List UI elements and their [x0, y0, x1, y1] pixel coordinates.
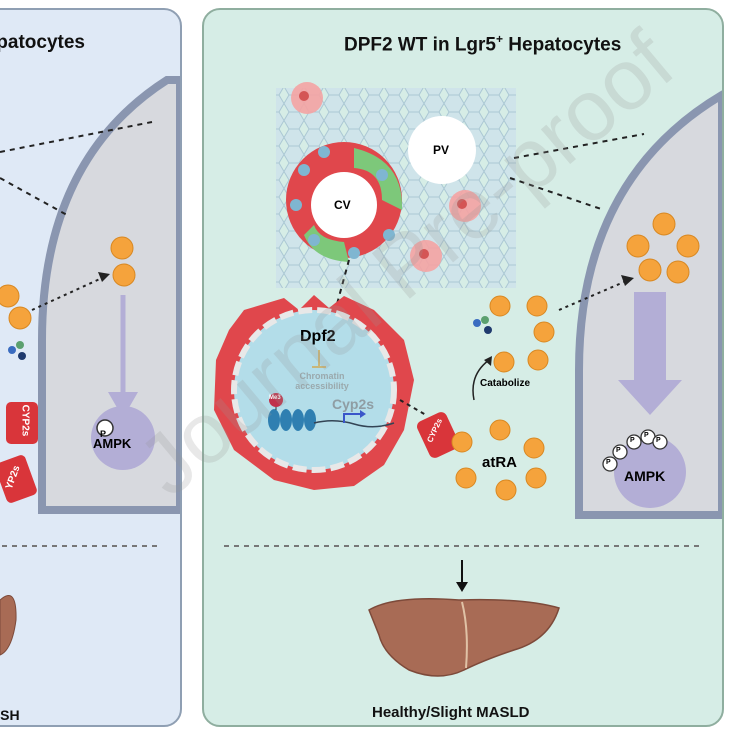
- right-outcome: Healthy/Slight MASLD: [372, 704, 530, 721]
- me3-mark: [269, 393, 283, 407]
- atra-molecule: [652, 212, 676, 236]
- left-ampk-label: AMPK: [93, 436, 132, 451]
- central-vein: [311, 172, 377, 238]
- outcome-arrow-head: [456, 582, 468, 592]
- phospho-label: P: [630, 437, 635, 444]
- cell-nucleus: [348, 247, 360, 259]
- catabolize-arrow-head: [484, 356, 492, 366]
- left-molecule: [18, 352, 26, 360]
- catabolize-arrow: [472, 359, 490, 401]
- transcription-arrow-head: [360, 410, 366, 418]
- title-superscript: +: [496, 32, 504, 46]
- left-dotted-arrow: [31, 277, 103, 311]
- title-rest: Hepatocytes: [503, 34, 622, 56]
- phospho-label: P: [656, 437, 661, 444]
- dashed-line-cyp: [399, 399, 427, 416]
- atra-molecule: [666, 260, 690, 284]
- atra-molecule: [455, 467, 477, 489]
- atra-molecule: [523, 437, 545, 459]
- metabolite: [484, 326, 492, 334]
- atra-molecule: [533, 321, 555, 343]
- inflammatory-cell-core: [299, 91, 309, 101]
- atra-molecule: [638, 258, 662, 282]
- phospho-circle: [626, 434, 642, 450]
- cell-nucleus: [290, 199, 302, 211]
- dashed-line-pv: [513, 133, 645, 159]
- phospho-circle: [612, 444, 628, 460]
- right-ampk-circle: [614, 436, 686, 508]
- metabolite: [473, 319, 481, 327]
- transcription-arrow: [343, 413, 360, 423]
- nucleosomes: [268, 409, 316, 431]
- left-cyp-enzyme: [0, 455, 37, 503]
- portal-vein: [408, 116, 476, 184]
- left-molecule: [8, 346, 16, 354]
- left-outcome: ASH: [0, 707, 20, 723]
- left-cell-membrane: [38, 76, 180, 514]
- title-main: DPF2 WT in Lgr5: [344, 34, 496, 56]
- right-panel-title: DPF2 WT in Lgr5+ Hepatocytes: [344, 32, 621, 56]
- metabolite: [481, 316, 489, 324]
- inflammatory-cell-core: [457, 199, 467, 209]
- cv-label: CV: [334, 198, 351, 212]
- left-orange-ball: [112, 263, 136, 287]
- pv-label: PV: [433, 143, 450, 157]
- liver-ligament: [461, 601, 468, 669]
- liver: [368, 598, 560, 677]
- right-ampk-label: AMPK: [624, 468, 666, 484]
- atra-molecule: [489, 295, 511, 317]
- left-phospho-label: P: [100, 429, 107, 439]
- catabolize-label: Catabolize: [480, 378, 531, 389]
- cell-nucleus: [298, 164, 310, 176]
- right-panel: DPF2 WT in Lgr5+ Hepatocytes: [202, 8, 724, 727]
- left-panel-title: Hepatocytes: [0, 32, 85, 53]
- atra-molecule: [495, 479, 517, 501]
- dpf2-label: Dpf2: [300, 328, 336, 345]
- atra-molecule: [626, 234, 650, 258]
- left-panel: Hepatocytes P AMPK CYP2s YP2s ASH: [0, 8, 182, 727]
- cyp-enzyme: [417, 412, 459, 458]
- left-dashed-line-2: [0, 177, 68, 216]
- phospho-circle: [652, 434, 668, 450]
- cell-nucleus: [308, 234, 320, 246]
- atra-molecule: [527, 349, 549, 371]
- ampk-activation-arrow: [618, 292, 682, 415]
- left-cyp-enzyme: [6, 402, 38, 444]
- phospho-label: P: [616, 447, 621, 454]
- atra-molecule: [526, 295, 548, 317]
- chromatin-label: Chromatin accessibility: [292, 371, 352, 391]
- atra-molecule: [489, 419, 511, 441]
- chromatin-line-1: Chromatin: [299, 371, 345, 381]
- left-orange-ball: [8, 306, 32, 330]
- phospho-circle: [602, 456, 618, 472]
- dashed-line-pv: [509, 177, 605, 211]
- inflammatory-cell-core: [419, 249, 429, 259]
- cell-nucleus: [318, 146, 330, 158]
- left-purple-arrow-head: [108, 392, 138, 418]
- chromatin-line-2: accessibility: [295, 381, 349, 391]
- phospho-label: P: [644, 432, 649, 439]
- left-panel-diagram: [0, 76, 180, 656]
- atra-molecule: [451, 431, 473, 453]
- left-dotted-arrow-head: [98, 272, 110, 282]
- atra-label: atRA: [482, 454, 518, 471]
- cell-nucleus: [376, 169, 388, 181]
- left-orange-ball: [110, 236, 134, 260]
- cell-nucleus: [383, 229, 395, 241]
- me3-label: Me3: [269, 395, 281, 401]
- right-panel-diagram: [214, 82, 722, 677]
- left-orange-ball: [0, 284, 20, 308]
- atra-molecule: [525, 467, 547, 489]
- atra-molecule: [493, 351, 515, 373]
- uptake-arrow: [558, 281, 625, 311]
- left-cyp-label: CYP2s: [19, 404, 31, 437]
- dna-strand: [313, 420, 395, 428]
- left-liver-fragment: [0, 595, 17, 656]
- left-phospho-circle: [96, 419, 114, 437]
- phospho-label: P: [606, 459, 611, 466]
- atra-molecule: [676, 234, 700, 258]
- cyp2s-gene-label: Cyp2s: [332, 396, 375, 412]
- left-molecule: [16, 341, 24, 349]
- uptake-arrow-head: [621, 275, 634, 286]
